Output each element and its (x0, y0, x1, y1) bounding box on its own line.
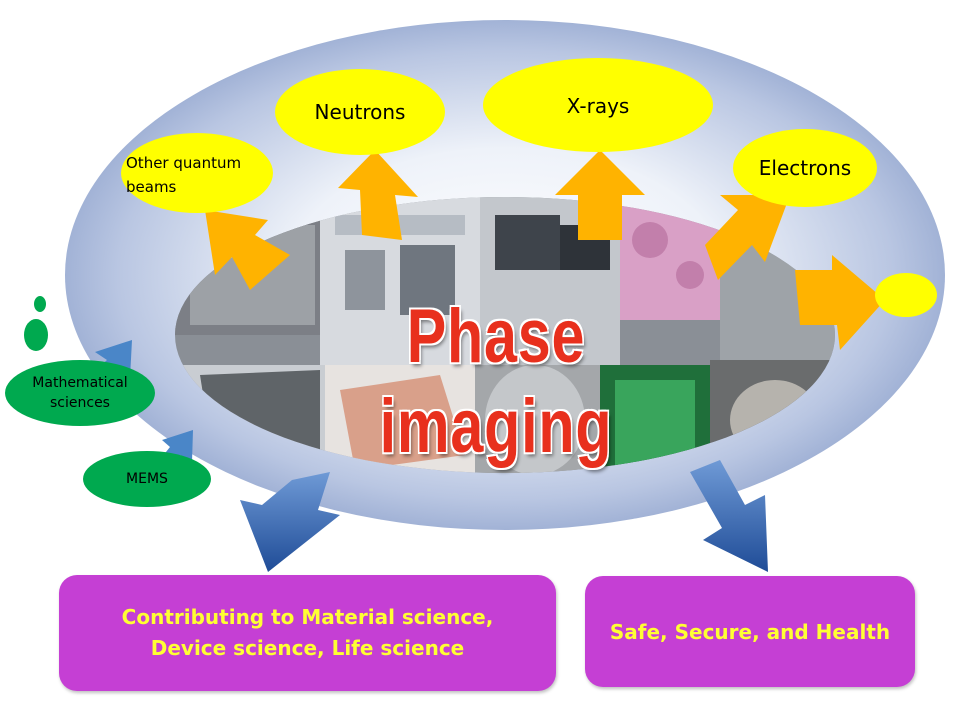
math-label: Mathematical sciences (5, 373, 155, 413)
science-outcome-line2: Device science, Life science (122, 633, 494, 664)
science-outcome-box: Contributing to Material science, Device… (59, 575, 556, 691)
other-beams-line1: Other quantum (126, 151, 276, 175)
safety-outcome-label: Safe, Secure, and Health (610, 618, 890, 646)
science-outcome-line1: Contributing to Material science, (122, 602, 494, 633)
other-beams-line2: beams (126, 175, 276, 199)
arrow-to-science (240, 472, 340, 572)
math-label-line2: sciences (5, 393, 155, 413)
mems-label: MEMS (83, 469, 211, 489)
small-green-dot (34, 296, 46, 312)
unlabeled-beam-ellipse (875, 273, 937, 317)
diagram-title: Phase imaging (293, 292, 699, 382)
medium-green-dot (24, 319, 48, 351)
electrons-label: Electrons (733, 155, 877, 181)
safety-outcome-box: Safe, Secure, and Health (585, 576, 915, 687)
other-beams-label: Other quantum beams (126, 151, 276, 199)
xrays-label: X-rays (483, 93, 713, 119)
neutrons-label: Neutrons (275, 99, 445, 125)
math-label-line1: Mathematical (5, 373, 155, 393)
